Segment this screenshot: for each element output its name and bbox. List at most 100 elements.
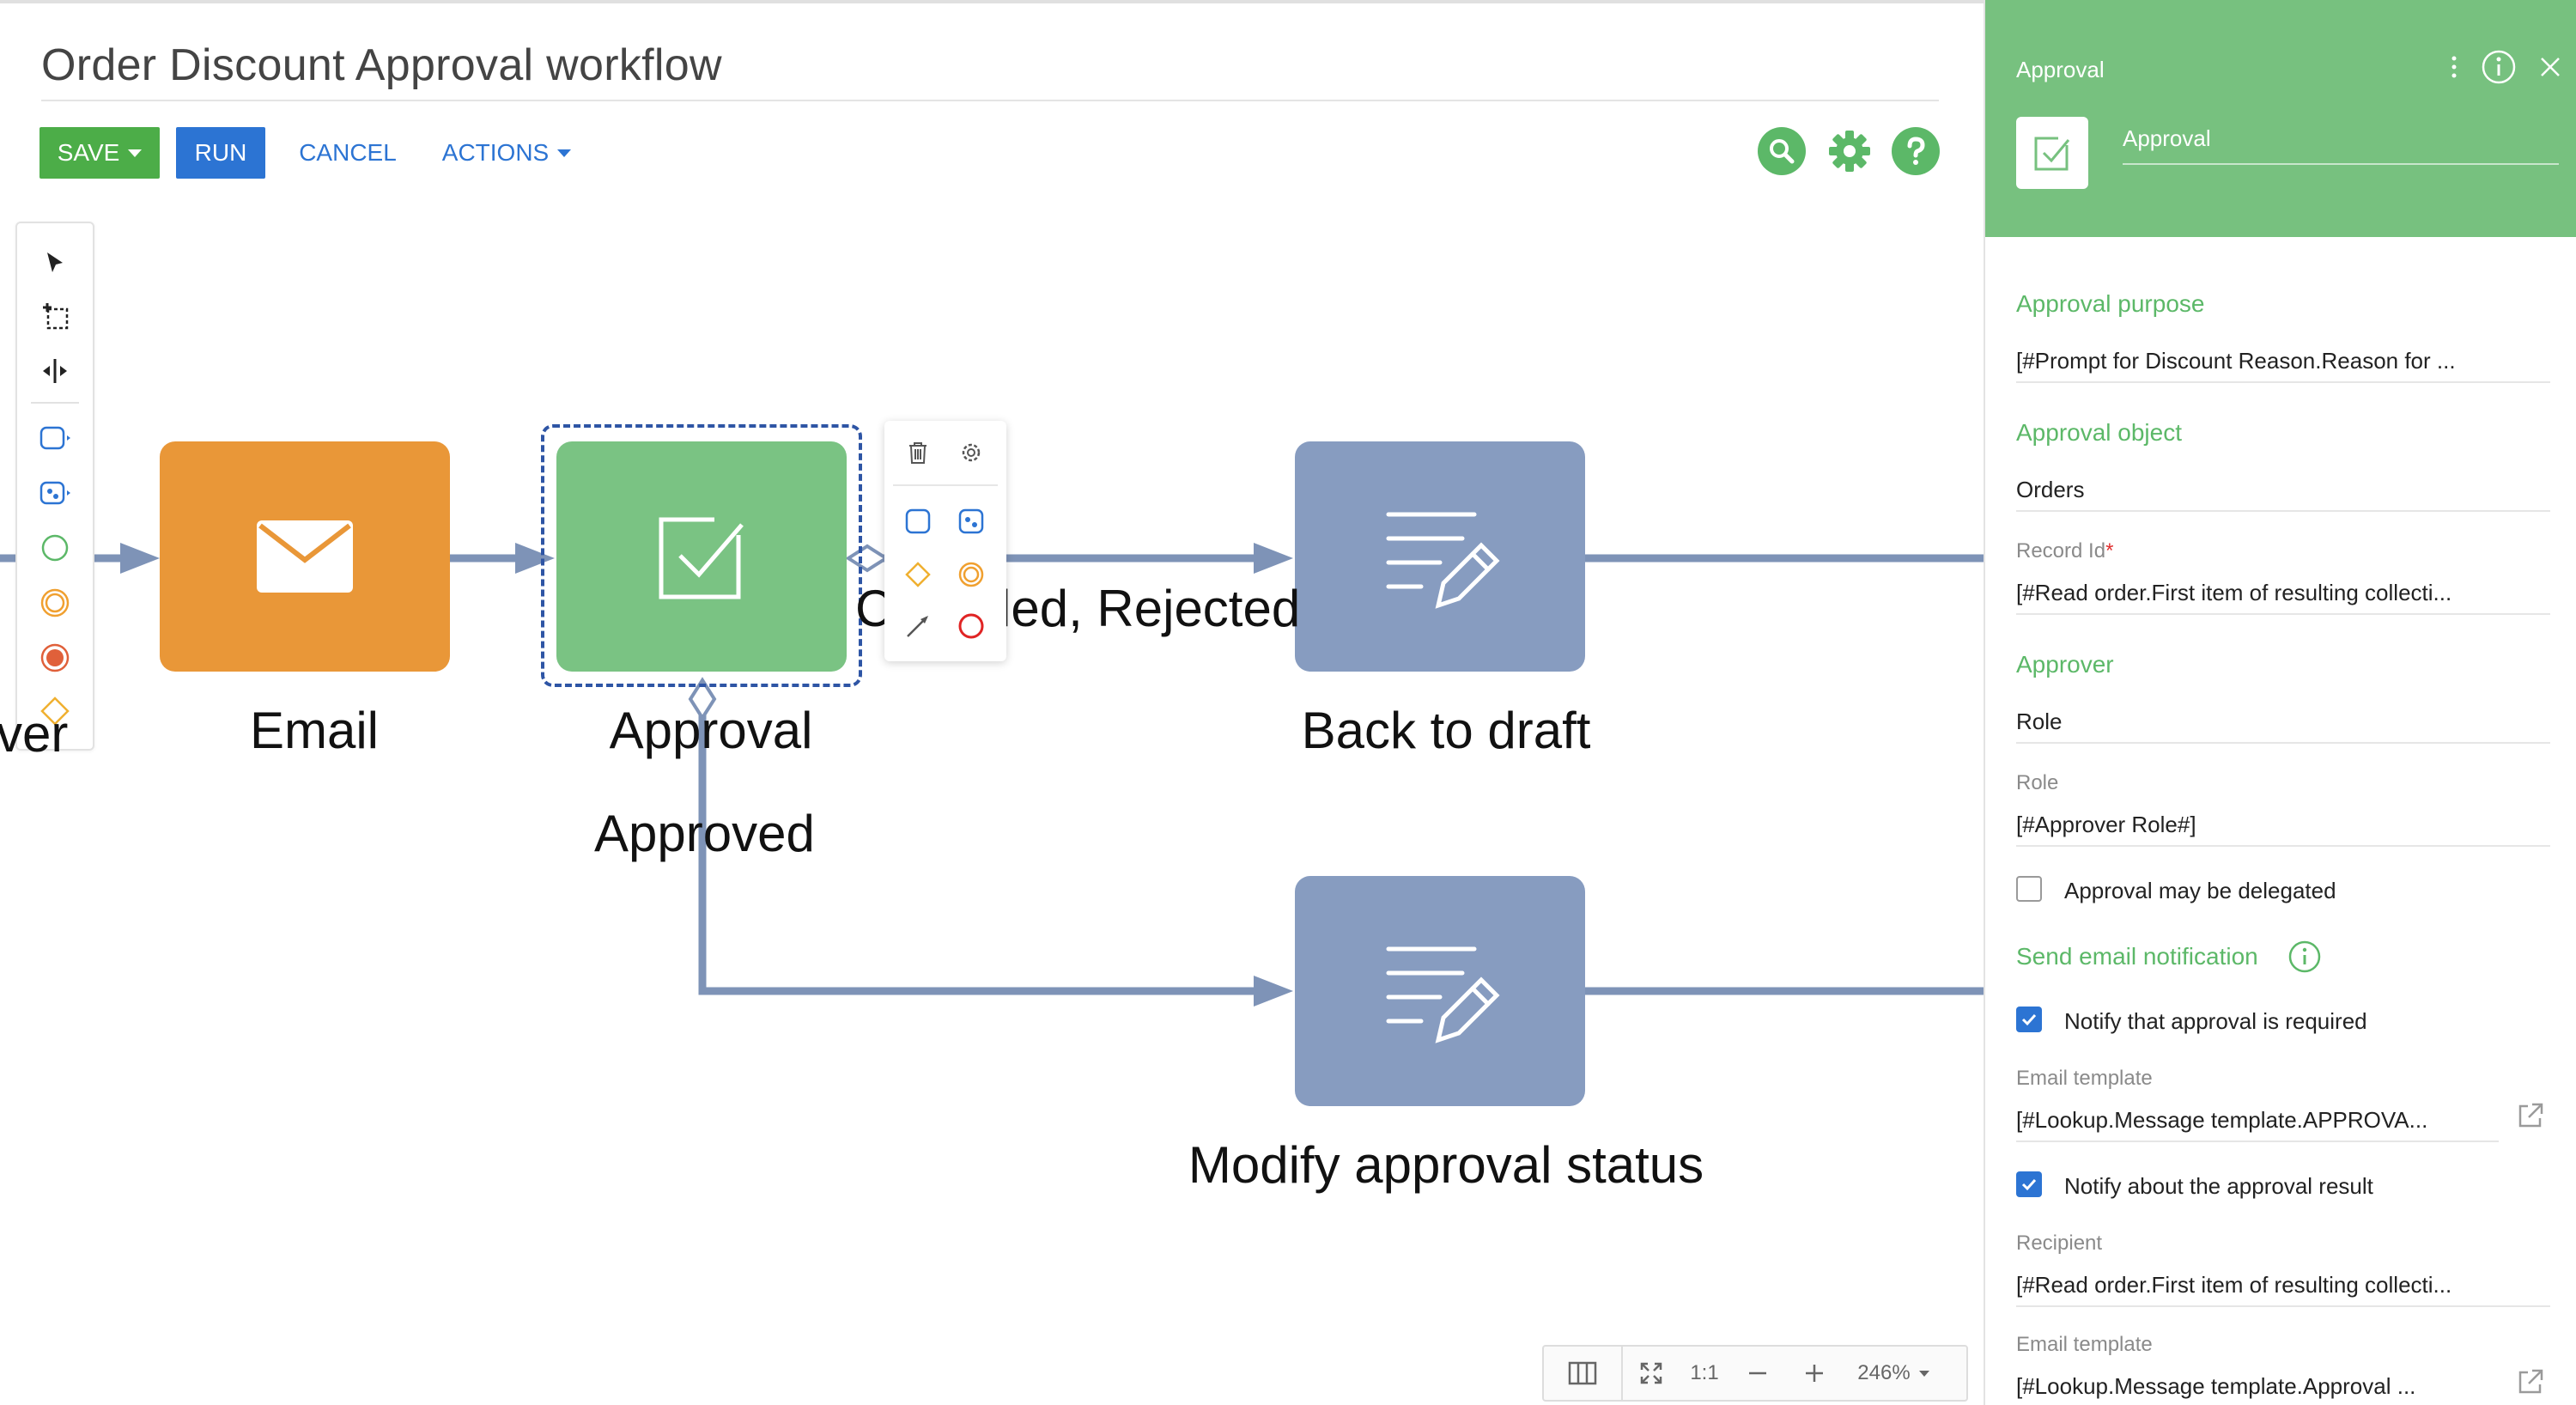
- actual-size-label: 1:1: [1690, 1361, 1719, 1384]
- save-button[interactable]: SAVE: [39, 127, 160, 179]
- back-to-draft-label: Back to draft: [1301, 702, 1591, 759]
- space-tool-icon[interactable]: [34, 350, 76, 392]
- edit-record-icon: [1386, 512, 1500, 609]
- selection-outline: [541, 424, 862, 687]
- email-notification-title: Send email notification: [2016, 943, 2258, 970]
- element-palette: [15, 222, 94, 751]
- close-icon[interactable]: [2531, 48, 2569, 86]
- chevron-down-icon: [1918, 1370, 1929, 1377]
- approved-flow-label: Approved: [594, 805, 815, 862]
- title-divider: [41, 100, 1939, 101]
- approval-check-icon: [659, 517, 744, 599]
- element-type-icon: [2016, 117, 2088, 189]
- pointer-icon[interactable]: [34, 242, 76, 283]
- gear-icon[interactable]: [1826, 127, 1874, 175]
- delegate-checkbox[interactable]: [2016, 876, 2042, 902]
- lasso-select-icon[interactable]: [34, 295, 76, 337]
- open-link-icon[interactable]: [2516, 1367, 2545, 1396]
- approval-object-field[interactable]: Orders: [2016, 467, 2550, 512]
- notify-result-label: Notify about the approval result: [2064, 1173, 2373, 1199]
- partial-node-label: ver: [0, 705, 69, 763]
- info-icon[interactable]: [2287, 940, 2322, 974]
- notify-required-label: Notify that approval is required: [2064, 1008, 2367, 1034]
- edit-record-icon: [1386, 946, 1500, 1043]
- search-icon[interactable]: [1758, 127, 1806, 175]
- help-icon[interactable]: [1892, 127, 1940, 175]
- email-node[interactable]: [160, 441, 450, 672]
- user-task-icon[interactable]: [34, 417, 76, 459]
- notify-required-checkbox[interactable]: [2016, 1007, 2042, 1032]
- approval-node[interactable]: [556, 441, 847, 672]
- approval-purpose-title: Approval purpose: [2016, 290, 2205, 317]
- zoom-in-button[interactable]: [1786, 1347, 1843, 1400]
- email-template-2-field[interactable]: [#Lookup.Message template.Approval ...: [2016, 1364, 2499, 1405]
- minus-icon: [1749, 1372, 1766, 1375]
- end-event-icon[interactable]: [950, 605, 993, 648]
- arrow-head: [515, 543, 555, 574]
- fit-to-screen-button[interactable]: [1623, 1347, 1680, 1400]
- actions-button-label: ACTIONS: [441, 139, 550, 166]
- element-name-field[interactable]: Approval: [2123, 125, 2211, 151]
- zoom-toolbar-divider: [1621, 1347, 1623, 1400]
- approver-type-field[interactable]: Role: [2016, 699, 2550, 744]
- zoom-toolbar: 1:1 246%: [1542, 1345, 1968, 1402]
- fit-screen-icon: [1640, 1362, 1662, 1384]
- record-id-label-text: Record Id: [2016, 539, 2106, 563]
- run-button[interactable]: RUN: [176, 127, 265, 179]
- envelope-icon: [257, 520, 353, 593]
- checkmark-icon: [2021, 1013, 2037, 1026]
- plus-icon: [1806, 1365, 1823, 1382]
- actual-size-button[interactable]: 1:1: [1680, 1347, 1729, 1400]
- gear-icon[interactable]: [950, 431, 993, 474]
- gateway-icon[interactable]: [34, 690, 76, 732]
- back-to-draft-node[interactable]: [1295, 441, 1585, 672]
- more-options-icon[interactable]: [2435, 48, 2473, 86]
- top-border: [0, 0, 1984, 3]
- trash-icon[interactable]: [896, 431, 939, 474]
- recipient-label: Recipient: [2016, 1232, 2103, 1255]
- rejected-flow-label-end: led, Rejected: [999, 580, 1301, 637]
- role-field[interactable]: [#Approver Role#]: [2016, 802, 2550, 847]
- checkmark-icon: [2021, 1178, 2037, 1191]
- record-id-field[interactable]: [#Read order.First item of resulting col…: [2016, 570, 2550, 615]
- email-template-field[interactable]: [#Lookup.Message template.APPROVA...: [2016, 1098, 2499, 1142]
- approval-check-icon: [2034, 137, 2070, 171]
- map-toggle-button[interactable]: [1544, 1347, 1621, 1400]
- intermediate-event-icon[interactable]: [950, 553, 993, 596]
- zoom-out-button[interactable]: [1729, 1347, 1786, 1400]
- conditional-flow-diamond: [688, 677, 717, 721]
- info-icon[interactable]: [2480, 48, 2518, 86]
- cancel-button-label: CANCEL: [299, 139, 397, 166]
- email-template-2-label: Email template: [2016, 1333, 2153, 1356]
- intermediate-event-icon[interactable]: [34, 582, 76, 623]
- zoom-level-dropdown[interactable]: 246%: [1843, 1347, 1944, 1400]
- recipient-field[interactable]: [#Read order.First item of resulting col…: [2016, 1262, 2550, 1307]
- email-node-label: Email: [249, 702, 380, 759]
- chevron-down-icon: [557, 149, 572, 157]
- task-icon[interactable]: [896, 500, 939, 543]
- cancel-button[interactable]: CANCEL: [292, 127, 404, 179]
- chevron-down-icon: [128, 149, 143, 157]
- role-label: Role: [2016, 771, 2059, 794]
- run-button-label: RUN: [194, 139, 247, 166]
- modify-approval-status-node[interactable]: [1295, 876, 1585, 1106]
- script-task-icon[interactable]: [34, 472, 76, 514]
- email-template-label: Email template: [2016, 1067, 2153, 1090]
- modify-approval-status-label: Modify approval status: [1188, 1136, 1704, 1194]
- delegate-checkbox-label: Approval may be delegated: [2064, 878, 2336, 903]
- flow-arrow-icon[interactable]: [896, 605, 939, 648]
- script-task-icon[interactable]: [950, 500, 993, 543]
- gateway-icon[interactable]: [896, 553, 939, 596]
- panel-header-title: Approval: [2016, 57, 2105, 82]
- panel-header: Approval Approval: [1985, 0, 2576, 237]
- element-name-underline: [2123, 163, 2559, 165]
- approval-purpose-field[interactable]: [#Prompt for Discount Reason.Reason for …: [2016, 338, 2550, 383]
- end-event-icon[interactable]: [34, 637, 76, 678]
- approval-node-label: Approval: [609, 702, 813, 759]
- notify-result-checkbox[interactable]: [2016, 1171, 2042, 1197]
- open-link-icon[interactable]: [2516, 1101, 2545, 1130]
- start-event-icon[interactable]: [34, 527, 76, 569]
- page-title: Order Discount Approval workflow: [41, 40, 722, 90]
- actions-menu-button[interactable]: ACTIONS: [438, 127, 575, 179]
- arrow-head: [1254, 543, 1293, 574]
